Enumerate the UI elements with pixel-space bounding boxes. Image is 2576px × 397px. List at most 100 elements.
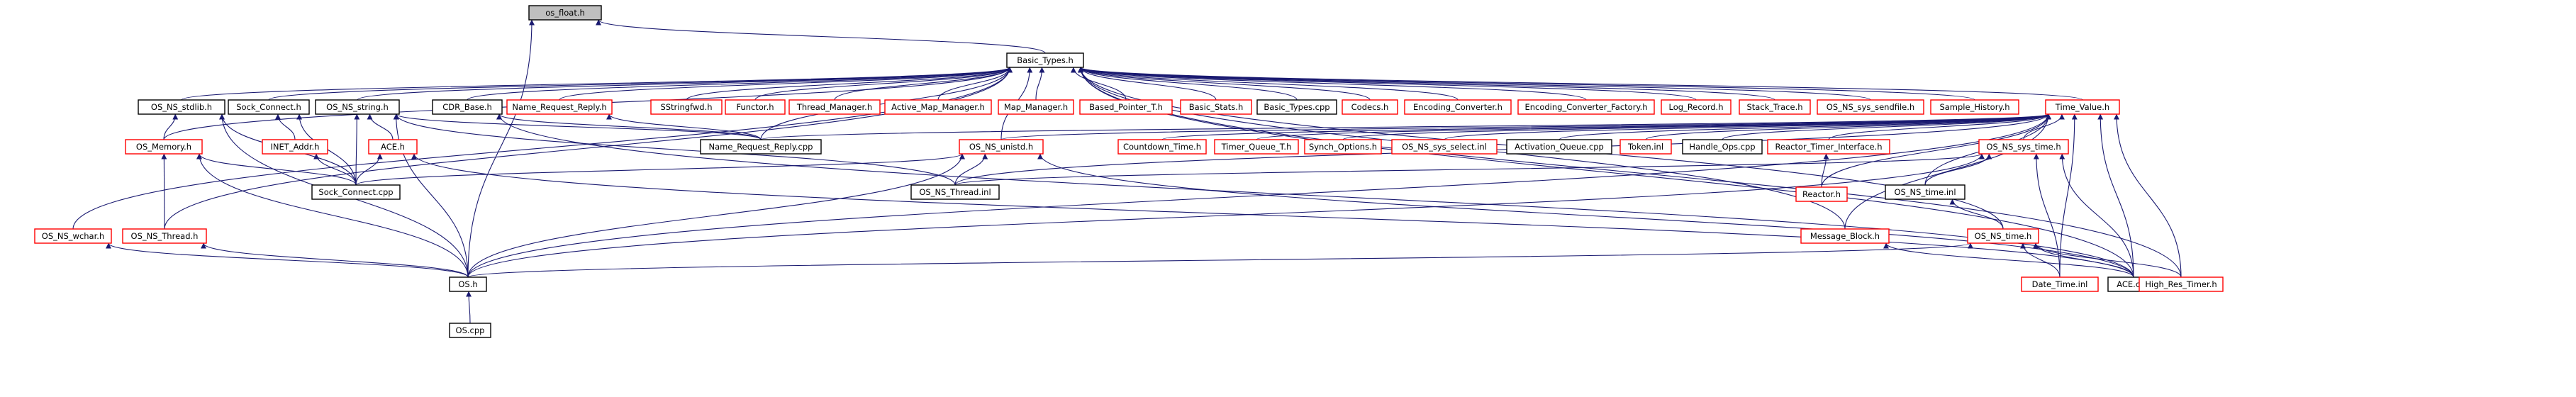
node-box: [1506, 139, 1612, 155]
node-box: [1682, 139, 1763, 155]
node-cdr-base-h[interactable]: CDR_Base.h: [432, 99, 503, 115]
node-reactor-timer-interface-h[interactable]: Reactor_Timer_Interface.h: [1767, 139, 1890, 155]
edge-os-ns-wchar-h-to-basic-types-h: [72, 67, 1013, 230]
node-box: [449, 323, 491, 338]
node-time-value-h[interactable]: Time_Value.h: [2045, 99, 2120, 115]
node-thread-manager-h[interactable]: Thread_Manager.h: [788, 99, 881, 115]
node-label: Active_Map_Manager.h: [891, 102, 985, 112]
node-os-ns-thread-h[interactable]: OS_NS_Thread.h: [122, 228, 207, 244]
node-box: [1885, 184, 1966, 200]
edge: [1078, 67, 2134, 278]
node-active-map-manager-h[interactable]: Active_Map_Manager.h: [884, 99, 992, 115]
node-box: [1978, 139, 2069, 155]
node-os-ns-string-h[interactable]: OS_NS_string.h: [315, 99, 400, 115]
node-encoding-converter-h[interactable]: Encoding_Converter.h: [1404, 99, 1512, 115]
node-os-ns-stdlib-h[interactable]: OS_NS_stdlib.h: [138, 99, 225, 115]
node-basic-types-h[interactable]: Basic_Types.h: [1006, 52, 1084, 68]
node-activation-queue-cpp[interactable]: Activation_Queue.cpp: [1506, 139, 1612, 155]
edge: [164, 67, 1013, 230]
node-message-block-h[interactable]: Message_Block.h: [1800, 228, 1890, 244]
edge: [2114, 113, 2182, 278]
node-label: Basic_Types.cpp: [1264, 102, 1329, 112]
node-os-ns-unistd-h[interactable]: OS_NS_unistd.h: [959, 139, 1044, 155]
edge-ace-cpp-to-time-value-h: [2097, 113, 2134, 278]
node-name-request-reply-cpp[interactable]: Name_Request_Reply.cpp: [700, 139, 822, 155]
edge-date-time-inl-to-os-ns-time-h: [2020, 242, 2061, 278]
node-reactor-h[interactable]: Reactor.h: [1795, 186, 1848, 202]
edge: [760, 113, 2051, 140]
node-label: OS_NS_string.h: [326, 102, 389, 112]
node-box: [1739, 99, 1811, 115]
node-box: [34, 228, 112, 244]
edge: [1444, 113, 2051, 140]
node-os-h[interactable]: OS.h: [449, 276, 487, 292]
node-synch-options-h[interactable]: Synch_Options.h: [1304, 139, 1382, 155]
node-os-ns-wchar-h[interactable]: OS_NS_wchar.h: [34, 228, 112, 244]
node-os-float-h[interactable]: os_float.h: [528, 5, 602, 21]
node-label: OS_NS_sys_select.inl: [1402, 142, 1487, 152]
edge: [467, 153, 1985, 278]
node-inet-addr-h[interactable]: INET_Addr.h: [262, 139, 328, 155]
edge-activation-queue-cpp-to-time-value-h: [1559, 113, 2051, 140]
node-os-memory-h[interactable]: OS_Memory.h: [125, 139, 203, 155]
node-token-inl[interactable]: Token.inl: [1619, 139, 1672, 155]
node-functor-h[interactable]: Functor.h: [725, 99, 786, 115]
edge-ace-cpp-to-os-ns-time-h: [2033, 242, 2134, 278]
node-map-manager-h[interactable]: Map_Manager.h: [998, 99, 1074, 115]
node-box: [1967, 228, 2039, 244]
node-ace-h[interactable]: ACE.h: [368, 139, 418, 155]
node-basic-stats-h[interactable]: Basic_Stats.h: [1180, 99, 1252, 115]
node-os-ns-sys-sendfile-h[interactable]: OS_NS_sys_sendfile.h: [1817, 99, 1924, 115]
node-encoding-converter-factory-h[interactable]: Encoding_Converter_Factory.h: [1517, 99, 1655, 115]
node-based-pointer-t-h[interactable]: Based_Pointer_T.h: [1079, 99, 1173, 115]
node-label: Map_Manager.h: [1004, 102, 1068, 112]
edge-os-ns-sys-select-inl-to-time-value-h: [1444, 113, 2051, 140]
edge-sock-connect-cpp-to-inet-addr-h: [313, 153, 357, 186]
node-log-record-h[interactable]: Log_Record.h: [1661, 99, 1732, 115]
edge-basic-types-cpp-to-basic-types-h: [1078, 67, 1298, 101]
node-box: [1800, 228, 1890, 244]
edge-os-ns-unistd-h-to-time-value-h: [1000, 113, 2051, 140]
node-date-time-inl[interactable]: Date_Time.inl: [2021, 276, 2099, 292]
node-sstringfwd-h[interactable]: SStringfwd.h: [650, 99, 723, 115]
node-stack-trace-h[interactable]: Stack_Trace.h: [1739, 99, 1811, 115]
edge: [354, 113, 360, 186]
edge: [467, 153, 965, 278]
edge-os-ns-thread-inl-to-time-value-h: [954, 113, 2051, 186]
node-label: OS_NS_time.h: [1975, 231, 2032, 241]
node-sock-connect-cpp[interactable]: Sock_Connect.cpp: [311, 184, 401, 200]
edge-sock-connect-cpp-to-ace-h: [355, 153, 383, 186]
node-handle-ops-cpp[interactable]: Handle_Ops.cpp: [1682, 139, 1763, 155]
node-box: [1117, 139, 1207, 155]
node-label: OS_NS_sys_sendfile.h: [1827, 102, 1914, 112]
node-timer-queue-t-h[interactable]: Timer_Queue_T.h: [1214, 139, 1299, 155]
edge-date-time-inl-to-os-ns-sys-time-h: [2033, 153, 2061, 278]
node-box: [1214, 139, 1299, 155]
node-os-cpp[interactable]: OS.cpp: [449, 323, 491, 338]
edge: [106, 242, 469, 278]
node-sock-connect-h[interactable]: Sock_Connect.h: [228, 99, 310, 115]
edge-layer: [72, 19, 2182, 324]
edge: [2059, 153, 2134, 278]
node-box: [1817, 99, 1924, 115]
edge: [496, 113, 2134, 278]
node-sample-history-h[interactable]: Sample_History.h: [1930, 99, 2019, 115]
node-box: [262, 139, 328, 155]
node-basic-types-cpp[interactable]: Basic_Types.cpp: [1256, 99, 1337, 115]
node-os-ns-time-h[interactable]: OS_NS_time.h: [1967, 228, 2039, 244]
edge-reactor-timer-interface-h-to-time-value-h: [1828, 113, 2051, 140]
node-high-res-timer-h[interactable]: High_Res_Timer.h: [2139, 276, 2224, 292]
node-box: [138, 99, 225, 115]
node-name-request-reply-h[interactable]: Name_Request_Reply.h: [506, 99, 613, 115]
edge-handle-ops-cpp-to-time-value-h: [1722, 113, 2051, 140]
node-os-ns-sys-time-h[interactable]: OS_NS_sys_time.h: [1978, 139, 2069, 155]
node-box: [1006, 52, 1084, 68]
node-os-ns-time-inl[interactable]: OS_NS_time.inl: [1885, 184, 1966, 200]
node-os-ns-thread-inl[interactable]: OS_NS_Thread.inl: [910, 184, 1000, 200]
edge-os-ns-thread-inl-to-os-ns-string-h: [394, 113, 956, 186]
edge-os-ns-thread-inl-to-os-ns-sys-time-h: [954, 153, 1985, 186]
node-os-ns-sys-select-inl[interactable]: OS_NS_sys_select.inl: [1391, 139, 1498, 155]
node-countdown-time-h[interactable]: Countdown_Time.h: [1117, 139, 1207, 155]
edge: [1078, 67, 1217, 101]
node-codecs-h[interactable]: Codecs.h: [1342, 99, 1398, 115]
